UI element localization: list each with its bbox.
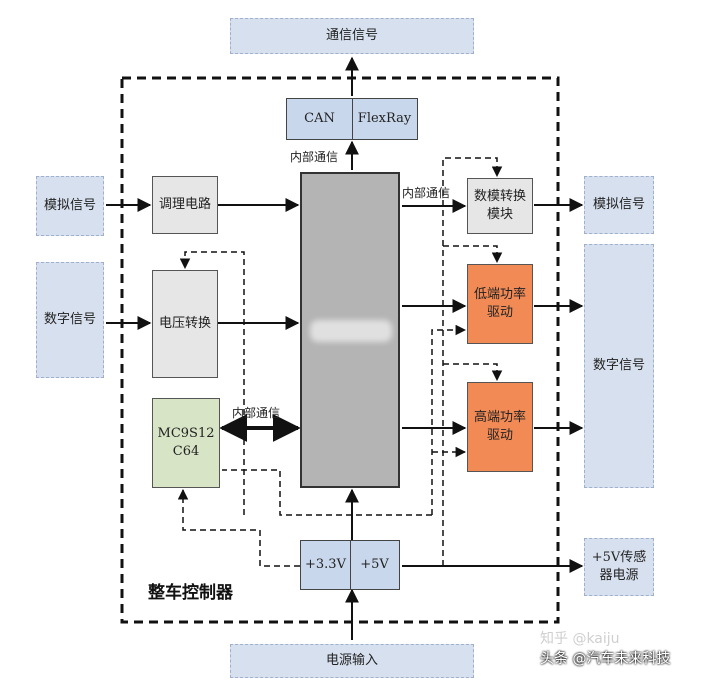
watermark-faint: 知乎 @kaiju bbox=[540, 631, 620, 647]
solid-arrows bbox=[106, 56, 584, 640]
mc9s12-chip-block: MC9S12 C64 bbox=[152, 398, 220, 488]
dac-module-block: 数模转换模块 bbox=[467, 178, 533, 234]
analog-output-label: 模拟信号 bbox=[592, 197, 645, 213]
digital-input-box: 数字信号 bbox=[36, 262, 104, 378]
high-side-driver-block: 高端功率驱动 bbox=[467, 382, 533, 472]
power-input-label: 电源输入 bbox=[325, 653, 378, 669]
watermark-main: 头条 @汽车未来科技 bbox=[540, 651, 671, 667]
flexray-label: FlexRay bbox=[357, 111, 412, 127]
analog-input-label: 模拟信号 bbox=[43, 198, 96, 214]
voltage-conversion-label: 电压转换 bbox=[158, 316, 211, 332]
can-flexray-divider bbox=[352, 99, 353, 139]
comm-signal-box: 通信信号 bbox=[230, 18, 474, 54]
digital-output-box: 数字信号 bbox=[584, 244, 654, 488]
v5-label: +5V bbox=[360, 557, 389, 573]
conditioning-circuit-label: 调理电路 bbox=[158, 197, 211, 213]
low-side-driver-block: 低端功率驱动 bbox=[467, 264, 533, 344]
power-supply-divider bbox=[350, 541, 351, 589]
high-side-driver-label: 高端功率驱动 bbox=[473, 410, 526, 443]
main-controller-block bbox=[300, 172, 400, 488]
v33-label: +3.3V bbox=[305, 557, 346, 573]
blurred-chip-name bbox=[310, 320, 392, 342]
comm-signal-label: 通信信号 bbox=[325, 28, 378, 44]
analog-input-box: 模拟信号 bbox=[36, 176, 104, 236]
sensor-power-label: +5V传感器电源 bbox=[591, 550, 647, 583]
can-flexray-block: CAN FlexRay bbox=[286, 98, 418, 140]
digital-output-label: 数字信号 bbox=[592, 358, 645, 374]
internal-comm-label-top: 内部通信 bbox=[290, 150, 339, 164]
internal-comm-label-right: 内部通信 bbox=[402, 186, 451, 200]
power-input-box: 电源输入 bbox=[230, 644, 474, 678]
analog-output-box: 模拟信号 bbox=[584, 176, 654, 234]
sensor-power-box: +5V传感器电源 bbox=[584, 538, 654, 596]
controller-boundary bbox=[120, 76, 560, 624]
digital-input-label: 数字信号 bbox=[43, 312, 96, 328]
internal-comm-label-left: 内部通信 bbox=[232, 406, 281, 420]
mc9s12-chip-label: MC9S12 C64 bbox=[157, 426, 215, 459]
voltage-conversion-block: 电压转换 bbox=[152, 270, 218, 378]
dashed-supply-lines bbox=[177, 157, 503, 567]
low-side-driver-label: 低端功率驱动 bbox=[473, 287, 526, 320]
dac-module-label: 数模转换模块 bbox=[473, 189, 526, 222]
can-label: CAN bbox=[304, 111, 335, 127]
controller-title: 整车控制器 bbox=[148, 583, 233, 603]
conditioning-circuit-block: 调理电路 bbox=[152, 176, 218, 234]
power-supply-block: +3.3V +5V bbox=[300, 540, 400, 590]
